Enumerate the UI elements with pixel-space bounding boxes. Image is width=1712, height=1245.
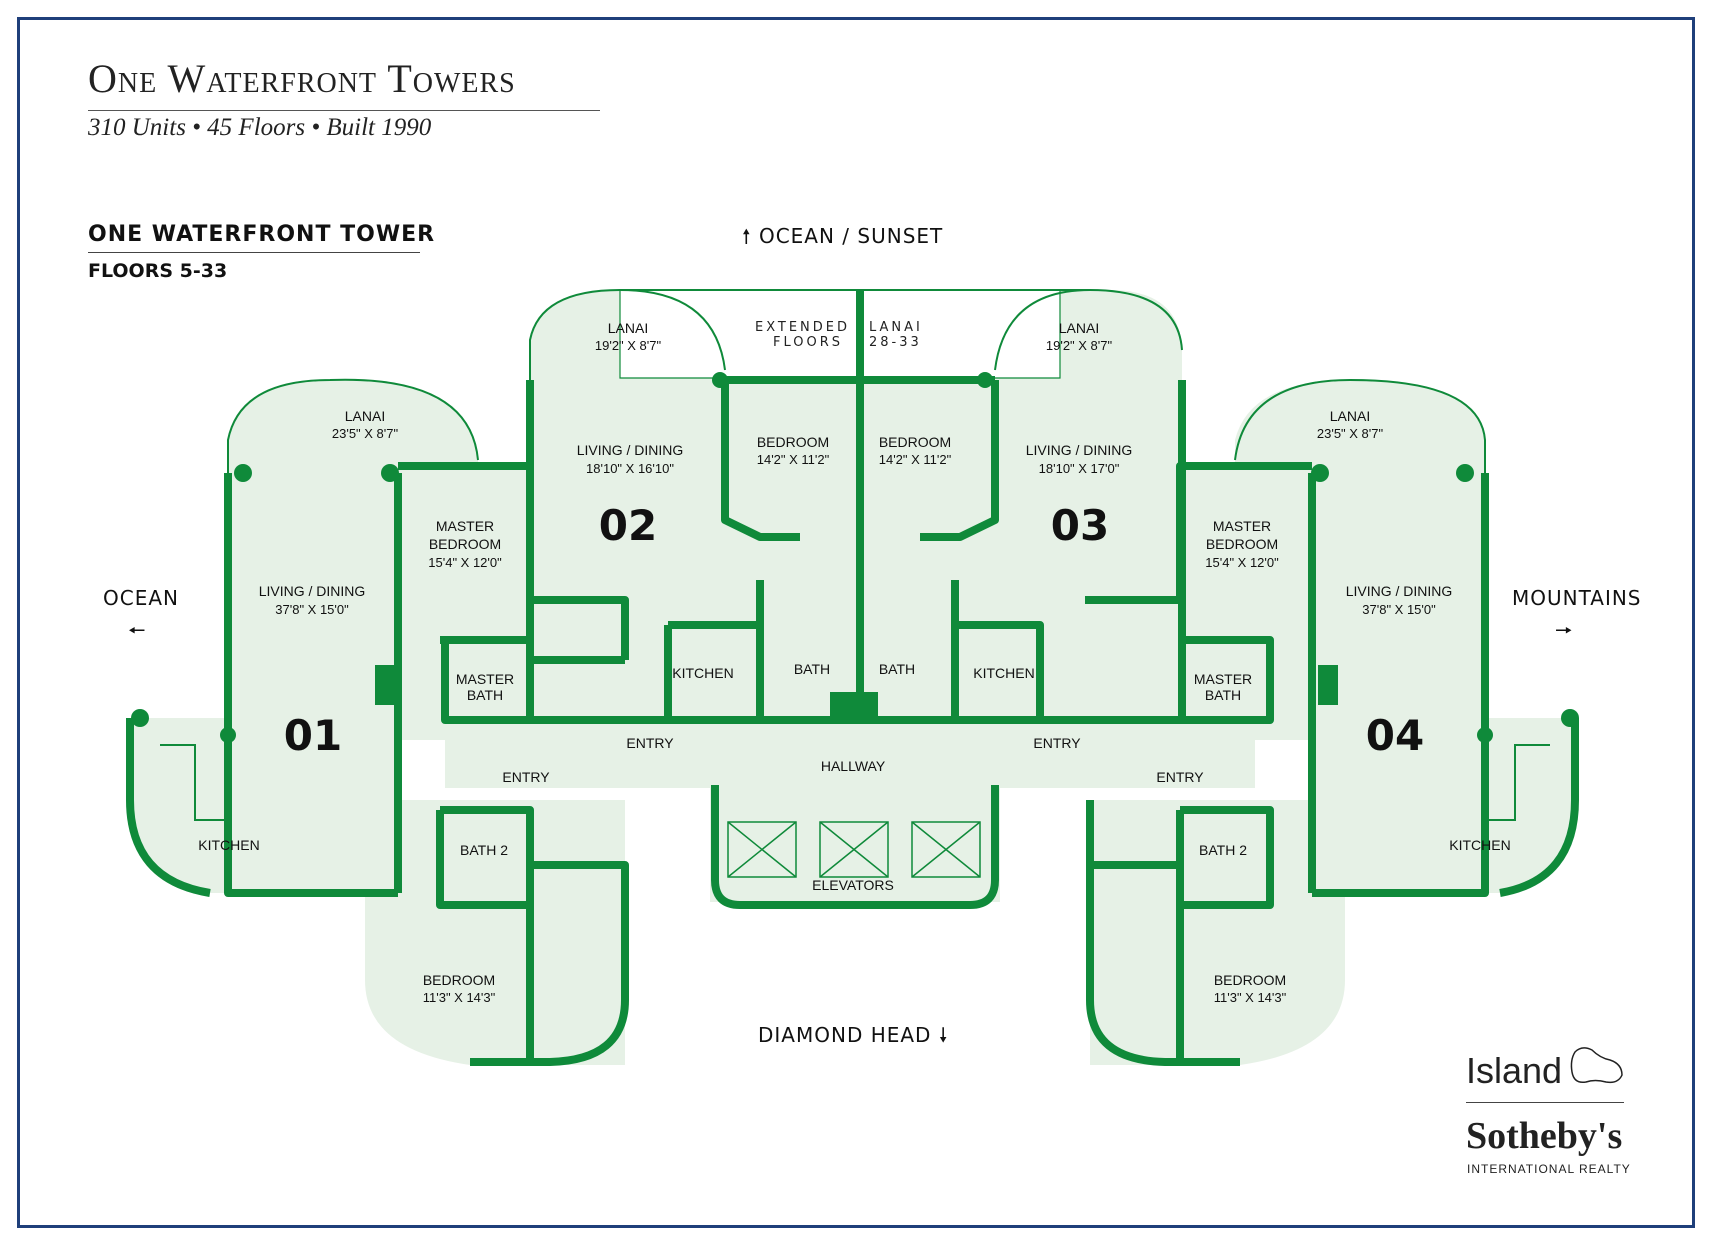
master-bedroom-01-label: BEDROOM (429, 536, 501, 552)
left-arrow-icon: 🠔 (128, 618, 147, 642)
logo-sothebys: Sotheby's (1466, 1115, 1623, 1157)
hallway-label: HALLWAY (821, 758, 886, 774)
elevator-cars (727, 821, 981, 878)
bedroom-04-dim: 11'3" X 14'3" (1214, 990, 1287, 1005)
south-direction: DIAMOND HEAD 🠗 (758, 1021, 948, 1055)
columns (131, 372, 1579, 743)
west-direction-label: OCEAN (103, 586, 179, 610)
building-rule (88, 252, 420, 253)
north-direction: 🠕 OCEAN / SUNSET (742, 222, 943, 256)
page-title: One Waterfront Towers (88, 56, 516, 101)
lanai-03-dim: 19'2" X 8'7" (1046, 338, 1113, 353)
bedroom-01-label: BEDROOM (423, 972, 495, 988)
lanai-01-dim: 23'5" X 8'7" (332, 426, 399, 441)
building-floors: FLOORS 5-33 (88, 260, 228, 282)
lanai-04-dim: 23'5" X 8'7" (1317, 426, 1384, 441)
living-04-label: LIVING / DINING (1346, 583, 1453, 599)
entry-04-label: ENTRY (1156, 769, 1204, 785)
logo-island: Island (1466, 1050, 1563, 1091)
extended-lanai-label-1: LANAI (869, 320, 923, 335)
master-bath-04-label-1: MASTER (1194, 671, 1252, 687)
bedroom-02-dim: 14'2" X 11'2" (757, 452, 830, 467)
bath-03-label: BATH (879, 661, 915, 677)
master-04-dim: 15'4" X 12'0" (1205, 555, 1279, 570)
lanai-outlines (160, 288, 1550, 821)
lanai-02-label: LANAI (608, 320, 648, 336)
lanai-03-label: LANAI (1059, 320, 1099, 336)
extended-floors-label-1: EXTENDED (755, 320, 850, 335)
elevators-label: ELEVATORS (812, 877, 894, 893)
extended-floors-label-2: FLOORS (773, 335, 843, 350)
unit-02-number: 02 (599, 501, 657, 550)
bath-02-label: BATH (794, 661, 830, 677)
south-direction-label: DIAMOND HEAD (758, 1023, 932, 1047)
master-04-label: MASTER (1213, 518, 1271, 534)
bath2-01-label: BATH 2 (460, 842, 508, 858)
bedroom-04-label: BEDROOM (1214, 972, 1286, 988)
bedroom-02-label: BEDROOM (757, 434, 829, 450)
floor-fill (130, 290, 1575, 1065)
kitchen-02-label: KITCHEN (672, 665, 733, 681)
living-03-dim: 18'10" X 17'0" (1039, 461, 1120, 476)
living-02-label: LIVING / DINING (577, 442, 684, 458)
living-03-label: LIVING / DINING (1026, 442, 1133, 458)
master-bath-04-label-2: BATH (1205, 687, 1241, 703)
up-arrow-icon: 🠕 (742, 224, 752, 248)
living-01-label: LIVING / DINING (259, 583, 366, 599)
right-arrow-icon: 🠖 (1555, 618, 1574, 642)
title-rule (88, 110, 600, 111)
unit-01-number: 01 (284, 711, 342, 760)
living-04-dim: 37'8" X 15'0" (1362, 602, 1436, 617)
entry-01-label: ENTRY (502, 769, 550, 785)
master-bedroom-04-label: BEDROOM (1206, 536, 1278, 552)
walls (126, 290, 1579, 1066)
bedroom-03-dim: 14'2" X 11'2" (879, 452, 952, 467)
lanai-04-label: LANAI (1330, 408, 1370, 424)
down-arrow-icon: 🠗 (938, 1023, 949, 1047)
entry-03-label: ENTRY (1033, 735, 1081, 751)
living-01-dim: 37'8" X 15'0" (275, 602, 349, 617)
building-name: ONE WATERFRONT TOWER (88, 222, 436, 247)
page-subtitle: 310 Units • 45 Floors • Built 1990 (88, 114, 432, 141)
east-direction-label: MOUNTAINS (1512, 586, 1642, 610)
bedroom-03-label: BEDROOM (879, 434, 951, 450)
logo-international: INTERNATIONAL REALTY (1467, 1162, 1631, 1176)
north-direction-label: OCEAN / SUNSET (758, 224, 944, 248)
master-01-dim: 15'4" X 12'0" (428, 555, 502, 570)
kitchen-01-label: KITCHEN (198, 837, 259, 853)
kitchen-03-label: KITCHEN (973, 665, 1034, 681)
master-bath-01-label-1: MASTER (456, 671, 514, 687)
extended-lanai-label-2: 28-33 (869, 335, 922, 350)
unit-04-number: 04 (1366, 711, 1424, 760)
living-02-dim: 18'10" X 16'10" (586, 461, 674, 476)
kitchen-04-label: KITCHEN (1449, 837, 1510, 853)
bath2-04-label: BATH 2 (1199, 842, 1247, 858)
entry-02-label: ENTRY (626, 735, 674, 751)
unit-03-number: 03 (1051, 501, 1109, 550)
logo-rule (1466, 1102, 1624, 1103)
master-bath-01-label-2: BATH (467, 687, 503, 703)
lanai-02-dim: 19'2" X 8'7" (595, 338, 662, 353)
page-frame (17, 17, 1695, 1228)
bedroom-01-dim: 11'3" X 14'3" (423, 990, 496, 1005)
lanai-01-label: LANAI (345, 408, 385, 424)
island-logo-icon (1570, 1047, 1623, 1084)
master-01-label: MASTER (436, 518, 494, 534)
